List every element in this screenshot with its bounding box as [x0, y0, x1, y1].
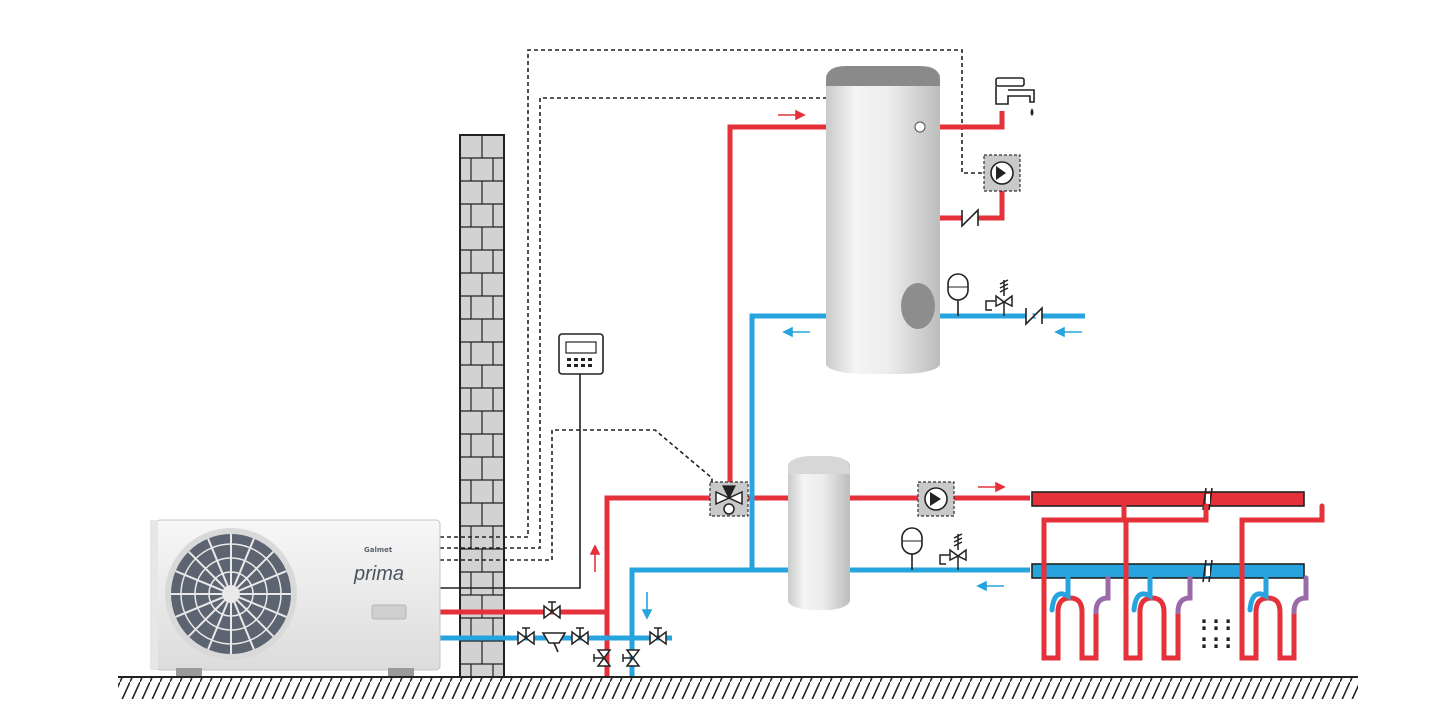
underfloor-manifold [1031, 487, 1305, 583]
brand-label: Galmet [364, 546, 393, 554]
flow-arrow [976, 580, 1004, 592]
underfloor-loop [1123, 503, 1209, 661]
buffer-tank [788, 456, 850, 610]
dhw-faucet-icon [995, 77, 1035, 116]
return-pipes [440, 313, 1085, 676]
safety-valve-icon [985, 279, 1013, 316]
shutoff-valve-icon [649, 627, 667, 646]
shutoff-valve-icon [593, 649, 612, 667]
thermometer [914, 121, 926, 133]
return-manifold [1031, 563, 1305, 579]
strainer-icon [541, 632, 567, 653]
check-valve-icon [1025, 306, 1043, 326]
underfloor-loop [1041, 503, 1127, 661]
flow-arrow [1054, 326, 1082, 338]
underfloor-loop [1239, 503, 1325, 661]
flow-arrow [641, 592, 653, 620]
supply-pipes [440, 111, 1030, 676]
underfloor-heating-loops [1041, 503, 1325, 661]
flow-arrows [589, 109, 1082, 620]
control-wires [440, 49, 986, 561]
inspection-flange [901, 283, 935, 329]
flow-arrow [778, 109, 806, 121]
service-panel [371, 604, 407, 620]
flow-arrow [782, 326, 810, 338]
three-way-valve [709, 481, 749, 517]
heating-circuit-pump [917, 481, 955, 517]
flow-arrow [589, 544, 601, 572]
more-loops-marker: ::: [1198, 611, 1234, 635]
flow-arrow [978, 481, 1006, 493]
shutoff-valve-icon [622, 649, 641, 667]
shutoff-valve-icon [543, 601, 561, 620]
shutoff-valve-icon [571, 627, 589, 646]
dhw-cylinder [826, 66, 940, 374]
model-label: prima [353, 563, 404, 585]
outdoor-heat-pump-unit: Galmet prima [150, 519, 441, 676]
expansion-vessel-icon [947, 273, 969, 316]
building-wall [459, 134, 505, 678]
controller-cable [440, 374, 581, 589]
fan-grille-icon [165, 528, 297, 660]
ground-line [118, 676, 1358, 699]
dhw-circulation-pump [983, 154, 1021, 192]
expansion-vessel-icon [901, 527, 923, 570]
more-loops-marker: ::: [1198, 629, 1234, 653]
supply-manifold [1031, 491, 1305, 507]
shutoff-valves [517, 601, 667, 667]
shutoff-valve-icon [517, 627, 535, 646]
safety-valve-icon [939, 533, 967, 570]
check-valve-icon [961, 208, 979, 228]
room-controller [558, 333, 604, 375]
